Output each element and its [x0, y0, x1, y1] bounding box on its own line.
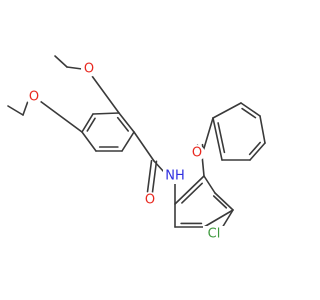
bond-phenyl-3 — [259, 115, 266, 144]
bond-phenyl-6 — [212, 117, 223, 161]
bond-ring-carbonyl — [133, 131, 155, 162]
oxygen-atom-ketone: O — [189, 145, 205, 161]
bond-ring-b-3-inner — [212, 195, 228, 209]
bond-ring-b-4 — [203, 209, 234, 228]
bond-ring-a-3 — [118, 112, 135, 133]
bond-ring-a-4 — [121, 131, 135, 152]
bond-phenyl-4 — [249, 142, 266, 161]
oxygen-atom-amide: O — [142, 192, 158, 208]
bond-ketone-phenyl — [201, 117, 214, 156]
bond-ethyl-lower-o — [66, 66, 83, 70]
bond-ring-b-1-inner — [181, 182, 203, 204]
bond-amide-co-a — [146, 159, 153, 193]
bond-layer — [7, 55, 266, 229]
bond-phenyl-4-inner — [248, 141, 261, 156]
oxygen-ketone-label: O — [192, 146, 202, 161]
chlorine-label: Cl — [208, 227, 221, 242]
oxygen-ethoxy-upper-label: O — [29, 90, 39, 105]
bond-o-ring-a1 — [39, 100, 83, 133]
bond-ring-a-1-inner — [86, 117, 96, 132]
atom-label-layer: O O O O NH Cl — [26, 61, 225, 242]
bond-ring-b-3 — [214, 192, 234, 211]
chlorine-atom: Cl — [203, 226, 225, 242]
nitrogen-atom-amide: NH — [163, 168, 185, 184]
bond-ring-b-cl — [221, 209, 234, 229]
bond-phenyl-2-inner — [241, 107, 257, 119]
molecule-structure: O O O O NH Cl — [7, 55, 266, 242]
bond-ring-b-1 — [174, 175, 205, 205]
bond-ring-a-6 — [81, 131, 97, 152]
bond-ring-a-1 — [81, 113, 94, 133]
oxygen-amide-label: O — [145, 193, 155, 208]
bond-ethyl-lower-ch3 — [54, 55, 68, 68]
bond-phenyl-6-inner — [217, 122, 226, 154]
bond-o-ring-a3 — [91, 75, 120, 114]
oxygen-ethoxy-lower-label: O — [84, 62, 94, 77]
bond-ethyl-upper-ch3 — [7, 105, 24, 116]
bond-ring-a-2 — [92, 112, 120, 115]
bond-ring-a-3-inner — [116, 116, 129, 132]
oxygen-atom-ethoxy-upper: O — [26, 89, 42, 105]
bond-phenyl-1 — [212, 102, 242, 119]
bond-amide-cn — [153, 160, 165, 173]
bond-ethyl-upper-o — [22, 100, 29, 116]
bond-amide-co-b — [151, 160, 158, 194]
nitrogen-amide-label: NH — [165, 169, 185, 184]
bond-phenyl-2 — [240, 102, 261, 117]
bond-ring-b-2 — [203, 175, 216, 194]
oxygen-atom-ethoxy-lower: O — [81, 61, 97, 77]
